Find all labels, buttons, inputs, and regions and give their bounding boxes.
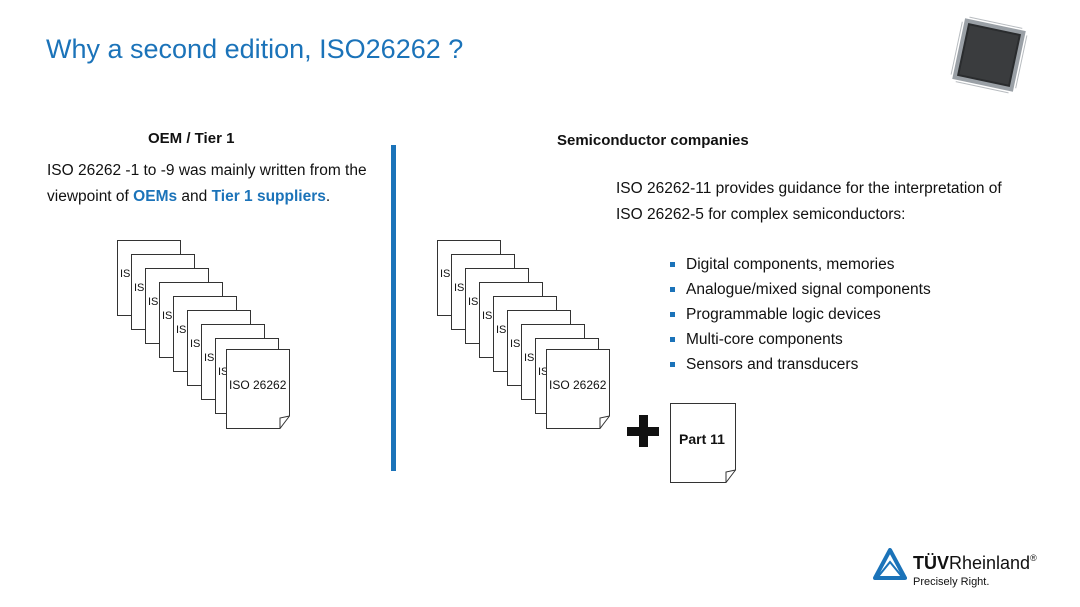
semiconductor-intro: ISO 26262-11 provides guidance for the i… [616, 180, 1002, 223]
part11-document: Part 11 [670, 403, 736, 483]
logo-brand-rest: Rheinland [949, 553, 1031, 573]
oem-tier1-heading: OEM / Tier 1 [148, 130, 235, 147]
front-document-label: ISO 26262 [229, 378, 287, 392]
oem-text-and: and [177, 188, 212, 205]
oem-text-part: ISO 26262 -1 to -9 was mainly written fr… [47, 162, 367, 205]
tier1-highlight: Tier 1 suppliers [211, 188, 326, 205]
front-document-label: ISO 26262 [549, 378, 607, 392]
semiconductor-heading: Semiconductor companies [557, 132, 749, 149]
oem-text-end: . [325, 188, 331, 205]
part11-label: Part 11 [679, 431, 725, 447]
document-page-icon [546, 349, 610, 429]
front-document: ISO 26262 [226, 349, 290, 429]
right-document-stack: IS IS IS IS IS IS IS IS ISO 26262 [437, 240, 677, 440]
left-document-stack: IS IS IS IS IS IS IS IS ISO 26262 [117, 240, 357, 440]
slide-title: Why a second edition, ISO26262 ? [46, 34, 464, 64]
semiconductor-bullet-list: Digital components, memories Analogue/mi… [670, 252, 931, 377]
logo-wordmark: TÜVRheinland® [913, 553, 1037, 574]
front-document: ISO 26262 [546, 349, 610, 429]
list-item: Programmable logic devices [670, 302, 931, 327]
document-page-icon [670, 403, 736, 483]
tuv-rheinland-logo: TÜVRheinland® Precisely Right. [873, 546, 1043, 594]
oems-highlight: OEMs [133, 188, 178, 205]
plus-icon [627, 415, 659, 447]
list-item: Analogue/mixed signal components [670, 277, 931, 302]
list-item: Multi-core components [670, 327, 931, 352]
logo-registered-mark: ® [1030, 553, 1037, 563]
oem-description: ISO 26262 -1 to -9 was mainly written fr… [47, 158, 377, 210]
document-page-icon [226, 349, 290, 429]
list-item: Sensors and transducers [670, 352, 931, 377]
logo-tagline: Precisely Right. [913, 576, 990, 588]
list-item: Digital components, memories [670, 252, 931, 277]
microchip-icon [950, 16, 1028, 94]
logo-brand-bold: TÜV [913, 553, 949, 573]
column-divider [391, 145, 396, 471]
tuv-triangle-logo-icon [873, 548, 907, 580]
